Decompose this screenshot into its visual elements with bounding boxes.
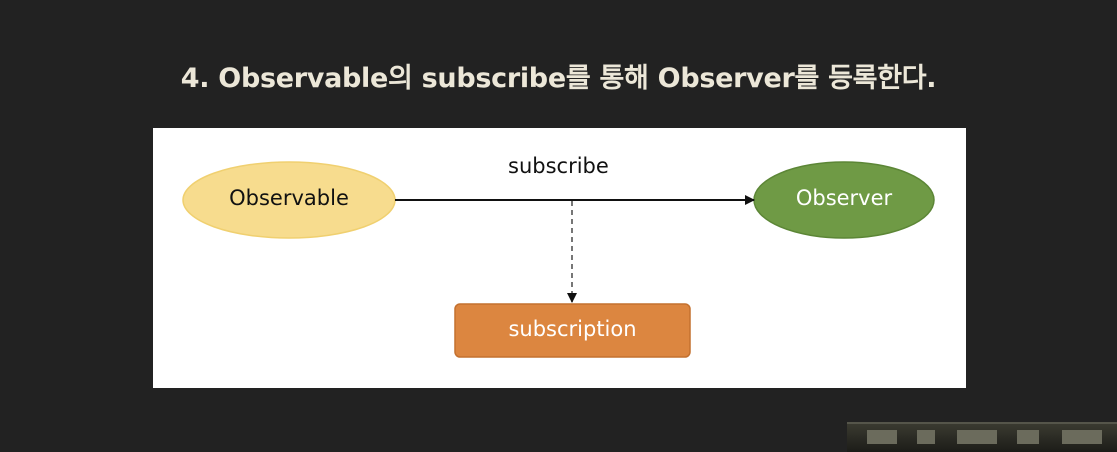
subscription-node xyxy=(454,303,691,358)
video-thumbnail-strip xyxy=(847,422,1117,452)
diagram-canvas xyxy=(182,161,935,358)
subscribe-edge-label: subscribe xyxy=(508,154,609,178)
diagram-panel: Observable Observer subscription subscri… xyxy=(153,128,966,388)
observable-label: Observable xyxy=(229,186,349,210)
observer-label: Observer xyxy=(795,186,893,210)
slide-title: 4. Observable의 subscribe를 통해 Observer를 등… xyxy=(180,63,937,94)
subscription-label: subscription xyxy=(508,317,637,341)
